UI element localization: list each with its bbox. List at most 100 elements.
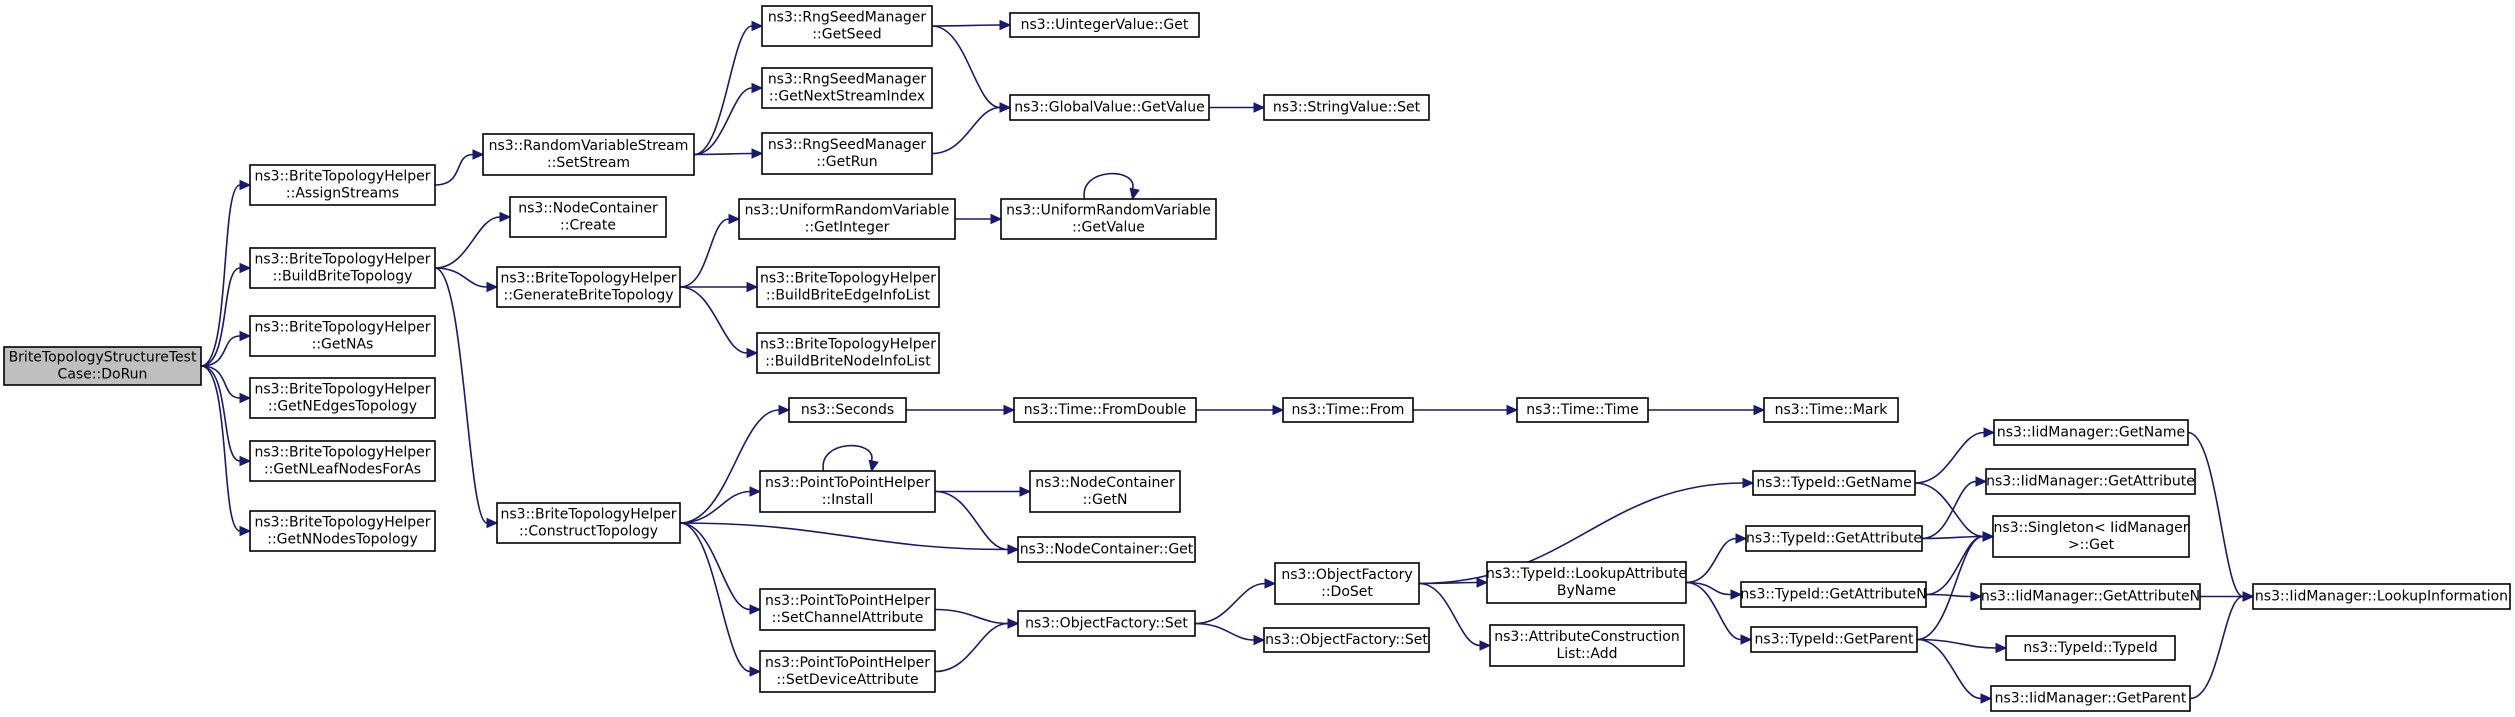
edge-arrowhead [749,666,762,677]
edge-arrowhead [778,404,791,416]
edge-line [679,490,751,524]
node-box [1750,626,1918,653]
node-rng-get-run[interactable]: ns3::RngSeedManager::GetRun [761,132,933,175]
node-label: >::Get [2068,537,2115,553]
node-rng-get-seed[interactable]: ns3::RngSeedManager::GetSeed [761,5,933,47]
node-nc-get-n[interactable]: ns3::NodeContainer::GetN [1029,470,1181,513]
edge-line [1685,581,1742,641]
node-label: ns3::GlobalValue::GetValue [1014,100,1204,116]
node-p2p-install[interactable]: ns3::PointToPointHelper::Install [759,470,936,513]
edge-line [200,267,241,367]
node-get-nleaf[interactable]: ns3::BriteTopologyHelper::GetNLeafNodesF… [249,440,436,482]
node-nc-get[interactable]: ns3::NodeContainer::Get [1017,536,1196,563]
node-iid-get-attr[interactable]: ns3::IidManager::GetAttribute [1985,468,2196,495]
edge-arrowhead [1970,591,1983,602]
node-label: ::DoSet [1321,584,1373,600]
node-assign-streams[interactable]: ns3::BriteTopologyHelper::AssignStreams [249,164,436,206]
node-time-time[interactable]: ns3::Time::Time [1516,397,1649,423]
node-get-nnodes[interactable]: ns3::BriteTopologyHelper::GetNNodesTopol… [249,510,436,552]
node-box [1980,583,2201,610]
node-get-nas[interactable]: ns3::BriteTopologyHelper::GetNAs [249,315,436,357]
node-of-set[interactable]: ns3::ObjectFactory::Set [1017,610,1196,637]
edge-p2p-install-to-p2p-install [822,444,879,473]
node-gen-brite[interactable]: ns3::BriteTopologyHelper::GenerateBriteT… [496,266,681,308]
edge-arrowhead [868,459,879,473]
node-from-double[interactable]: ns3::Time::FromDouble [1013,397,1197,423]
edge-seconds-to-from-double [906,404,1016,416]
node-label: ns3::Time::Mark [1775,402,1889,418]
edge-construct-to-nc-get [679,522,1020,555]
edge-assign-streams-to-rvs-set-stream [434,149,485,186]
edge-root-to-get-nnodes [200,365,252,537]
node-p2p-device[interactable]: ns3::PointToPointHelper::SetDeviceAttrib… [759,650,936,693]
node-box [1489,624,1685,667]
node-rvs-set-stream[interactable]: ns3::RandomVariableStream::SetStream [482,133,695,176]
node-label: ns3::UniformRandomVariable [1006,203,1211,219]
node-box [2252,583,2511,610]
node-tid-get-attr-n[interactable]: ns3::TypeId::GetAttributeN [1740,581,1927,608]
node-label: ns3::IidManager::GetParent [1995,691,2187,707]
node-tid-get-name[interactable]: ns3::TypeId::GetName [1752,470,1916,496]
node-time-from[interactable]: ns3::Time::From [1282,397,1414,423]
node-nc-create[interactable]: ns3::NodeContainer::Create [509,196,667,238]
edge-arrowhead [1730,589,1743,600]
node-box [756,332,940,374]
node-seconds[interactable]: ns3::Seconds [788,397,907,423]
node-urv-get-integer[interactable]: ns3::UniformRandomVariable::GetInteger [738,198,956,240]
node-tid-get-parent[interactable]: ns3::TypeId::GetParent [1750,626,1918,653]
node-of-do-set[interactable]: ns3::ObjectFactory::DoSet [1274,562,1420,605]
node-box [509,196,667,238]
node-tid-get-attr[interactable]: ns3::TypeId::GetAttribute [1745,525,1923,552]
node-label: ns3::UniformRandomVariable [745,203,950,219]
node-time-mark[interactable]: ns3::Time::Mark [1763,397,1899,423]
node-label: ::BuildBriteTopology [273,269,413,285]
node-box [1990,685,2191,712]
node-box [496,502,681,544]
node-box [1009,12,1200,38]
node-singleton-get[interactable]: ns3::Singleton< IidManager >::Get [1992,515,2190,558]
edge-line [434,267,488,288]
edge-arrowhead [1019,486,1032,497]
node-build-brite[interactable]: ns3::BriteTopologyHelper::BuildBriteTopo… [249,247,436,289]
node-box [249,247,436,289]
edge-line [1685,537,1737,584]
node-urv-get-value[interactable]: ns3::UniformRandomVariable::GetValue [1000,198,1217,240]
edge-line [200,184,241,367]
node-get-nedges[interactable]: ns3::BriteTopologyHelper::GetNEdgesTopol… [249,377,436,419]
node-uint-get[interactable]: ns3::UintegerValue::Get [1009,12,1200,38]
node-p2p-channel[interactable]: ns3::PointToPointHelper::SetChannelAttri… [759,588,936,631]
edge-rvs-set-stream-to-rng-next-stream [693,82,764,156]
node-iid-get-parent[interactable]: ns3::IidManager::GetParent [1990,685,2191,712]
edge-iid-get-parent-to-iid-lookup [2189,591,2255,700]
node-box [1516,397,1649,423]
node-label: ::GetValue [1072,220,1145,236]
edge-tid-get-parent-to-iid-get-parent [1916,638,1993,704]
edge-arrowhead [1982,531,1995,542]
node-tid-type-id[interactable]: ns3::TypeId::TypeId [2005,635,2176,661]
node-construct[interactable]: ns3::BriteTopologyHelper::ConstructTopol… [496,502,681,544]
node-iid-get-attr-n[interactable]: ns3::IidManager::GetAttributeN [1980,583,2201,610]
edge-arrowhead [1476,577,1489,588]
edge-line [934,490,1009,551]
edge-line [1916,638,1997,649]
node-str-set[interactable]: ns3::StringValue::Set [1263,94,1430,121]
node-box [1263,627,1430,653]
node-build-edge[interactable]: ns3::BriteTopologyHelper::BuildBriteEdge… [756,266,940,308]
edge-arrowhead [486,281,499,293]
node-rng-next-stream[interactable]: ns3::RngSeedManager::GetNextStreamIndex [761,67,933,109]
node-iid-get-name[interactable]: ns3::IidManager::GetName [1993,419,2189,446]
node-of-set2[interactable]: ns3::ObjectFactory::Set [1263,627,1430,653]
node-iid-lookup[interactable]: ns3::IidManager::LookupInformation [2252,583,2511,610]
edge-gen-brite-to-urv-get-integer [679,213,741,288]
node-build-node[interactable]: ns3::BriteTopologyHelper::BuildBriteNode… [756,332,940,374]
node-label: ns3::Time::FromDouble [1024,402,1187,418]
node-label: List::Add [1556,646,1617,662]
node-gv-get-value[interactable]: ns3::GlobalValue::GetValue [1009,94,1210,121]
node-box [1763,397,1899,423]
node-label: ::GetSeed [812,27,881,43]
edge-construct-to-p2p-install [679,486,762,524]
node-label: ns3::ObjectFactory [1281,567,1412,583]
